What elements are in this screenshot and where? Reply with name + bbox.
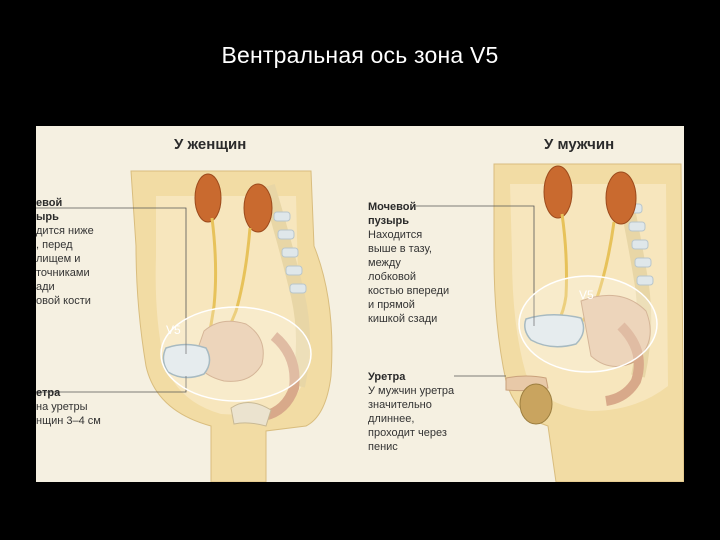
anatomy-illustration [36,163,684,482]
slide-title: Вентральная ось зона V5 [221,42,499,68]
female-kidney-left [194,173,222,223]
male-kidney-right [605,171,637,225]
female-bladder-title: евой ырь [36,197,63,223]
female-bladder-label: евой ырь дится ниже , перед лищем и точн… [36,196,94,308]
male-kidney-left [543,165,573,219]
female-bladder-text: дится ниже , перед лищем и точниками ади… [36,225,94,307]
male-testis [519,383,553,425]
male-bladder-label: Мочевой пузырь Находится выше в тазу, ме… [368,200,449,326]
female-urethra-label: етра на уретры нщин 3–4 см [36,386,101,428]
male-bladder-text: Находится выше в тазу, между лобковой ко… [368,229,450,325]
male-bladder-title: Мочевой пузырь [368,201,417,227]
male-pelvis-illustration [416,163,684,482]
female-v5-zone-oval [160,306,312,402]
male-zone-label: V5 [579,288,594,302]
female-heading: У женщин [174,136,247,153]
male-urethra-text: У мужчин уретра значительно длиннее, про… [368,385,455,453]
female-zone-label: V5 [166,323,181,337]
male-v5-zone-oval [518,275,658,373]
female-pelvis-illustration [36,170,333,482]
female-kidney-right [243,183,273,233]
anatomy-figure: У женщин У мужчин евой ырь дится ниже , … [36,126,684,482]
male-heading: У мужчин [544,136,615,153]
male-urethra-title: Уретра [368,371,406,383]
female-urethra-title: етра [36,387,61,399]
female-urethra-text: на уретры нщин 3–4 см [36,401,101,427]
male-urethra-label: Уретра У мужчин уретра значительно длинн… [368,370,454,454]
